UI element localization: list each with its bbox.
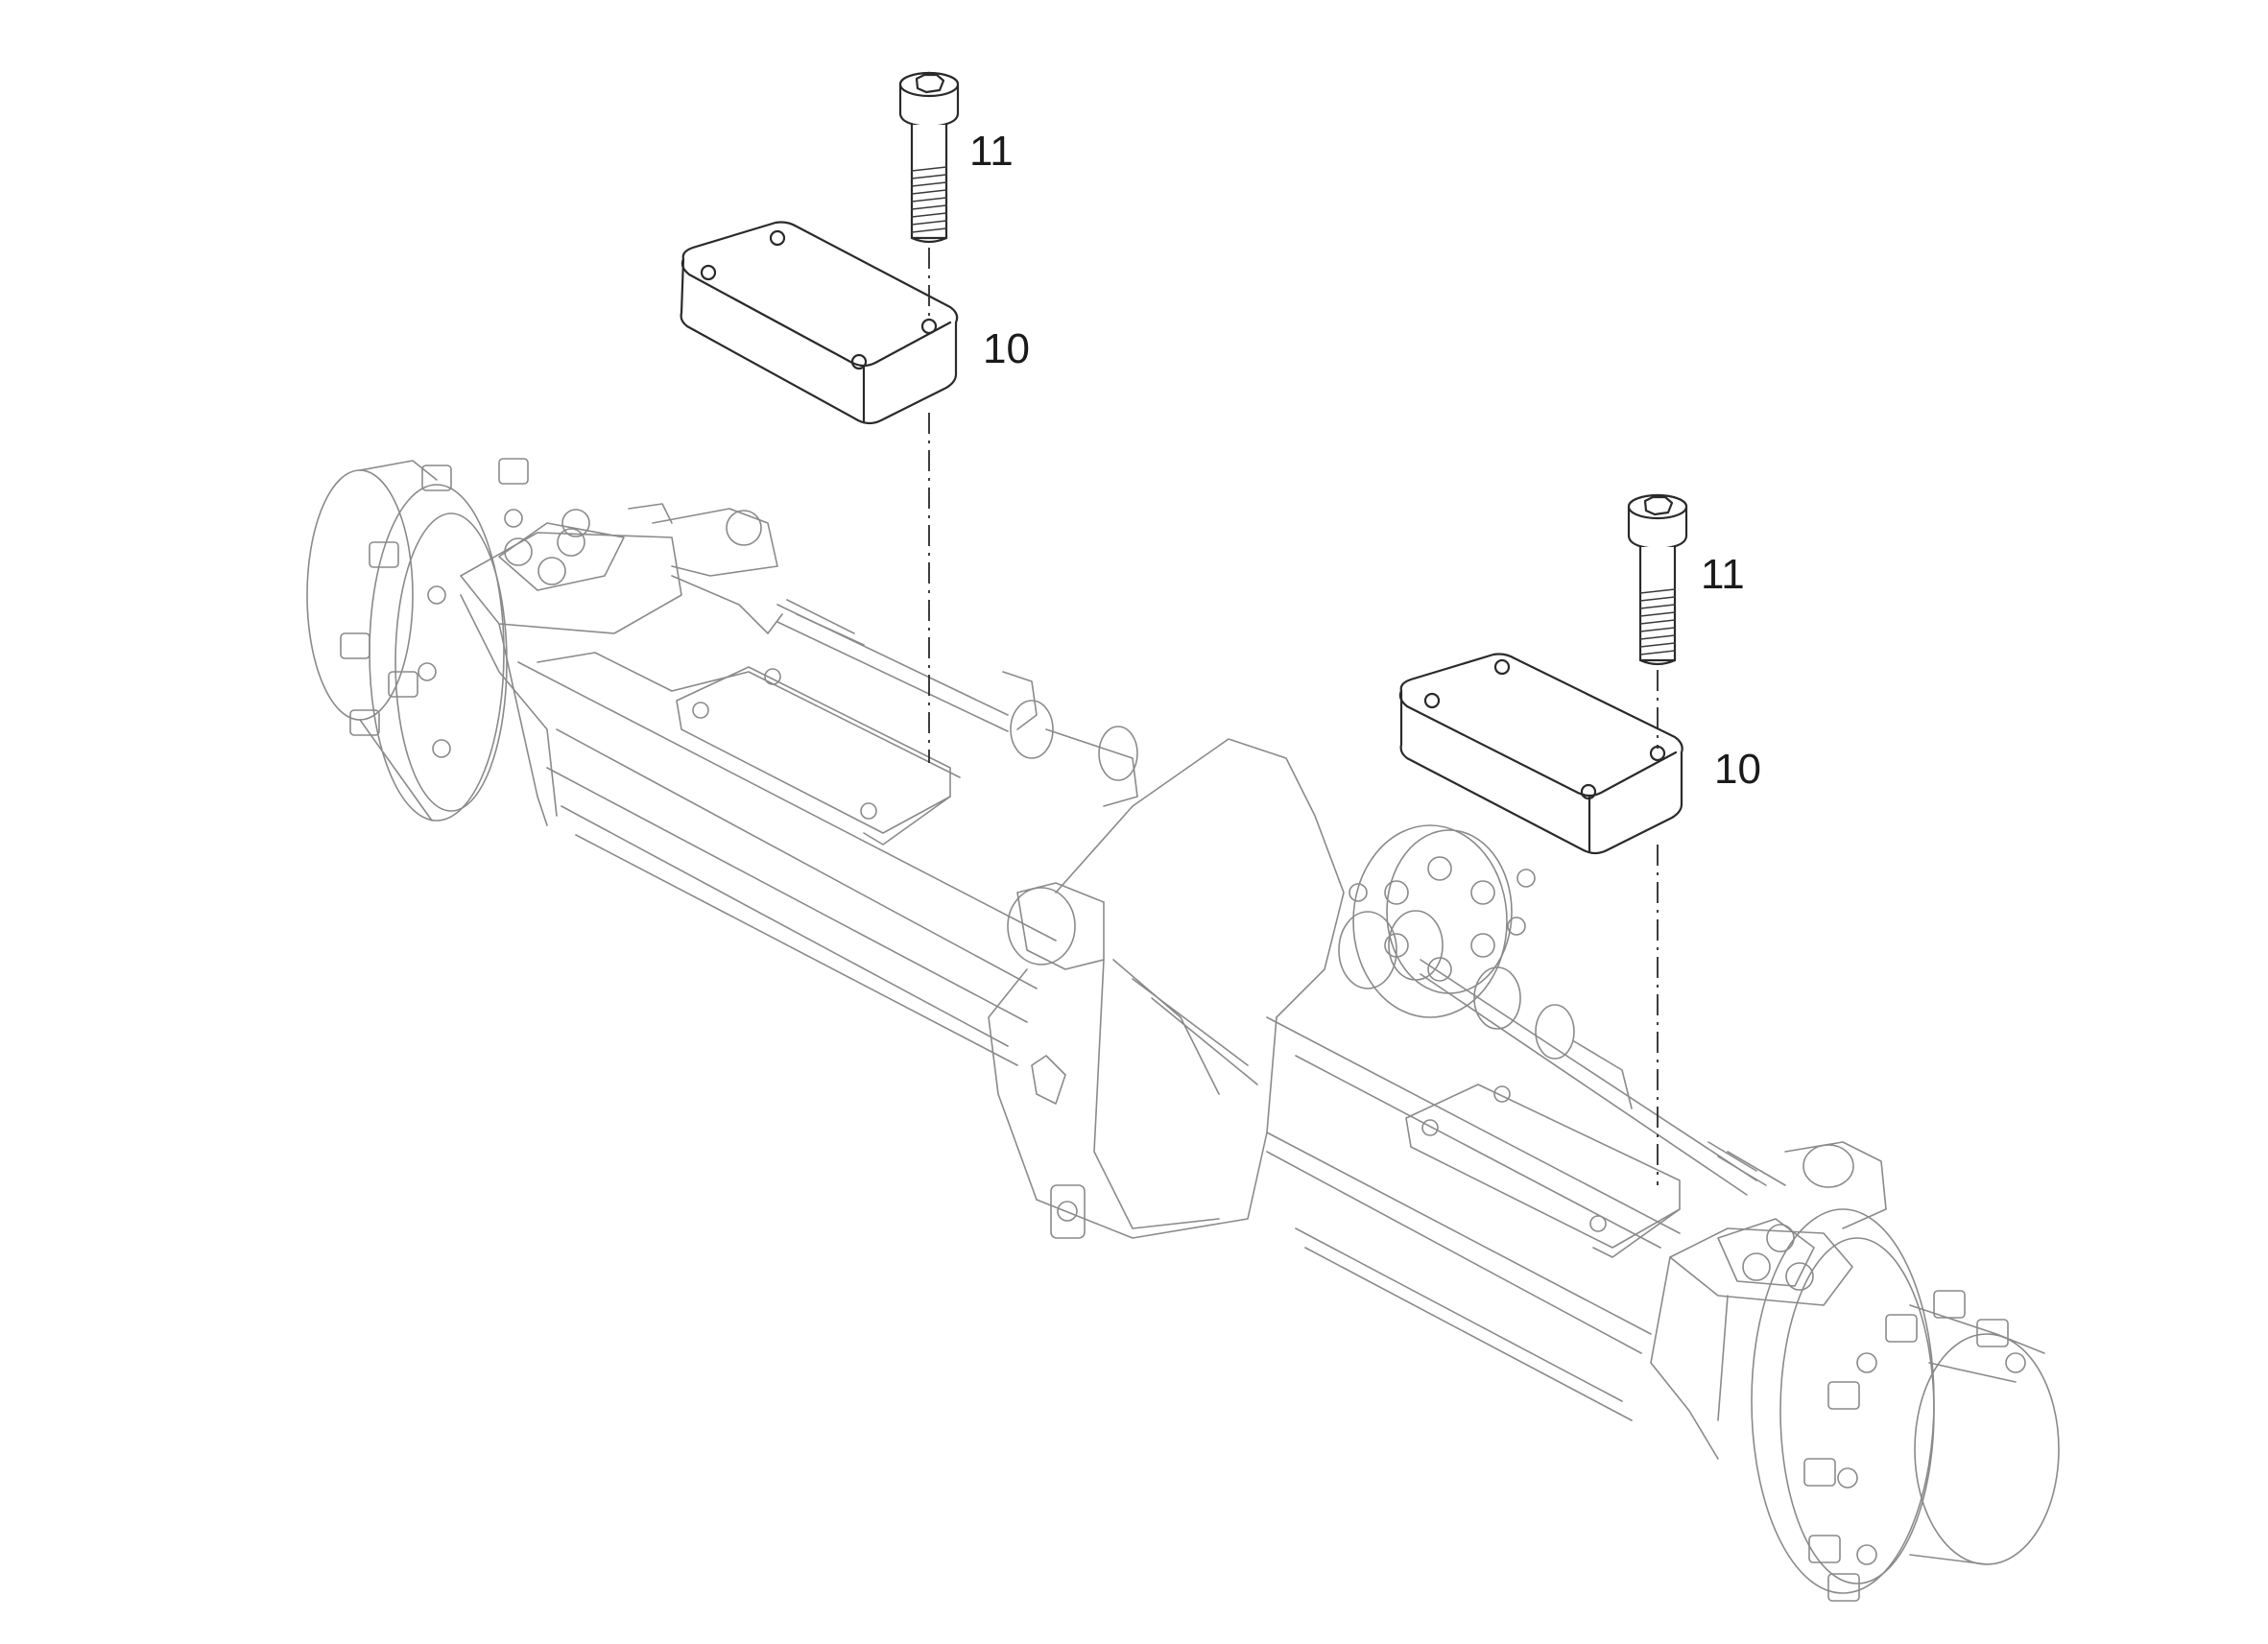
tie-rod [776,599,1138,807]
right-flange-bolts [1803,1290,2026,1602]
plate-right [1398,653,1683,855]
plate-upper-left [680,221,959,425]
axle-assembly [306,458,2060,1602]
bolt-threads [911,166,947,233]
right-knuckle [1650,1141,1887,1460]
bolt-right [1627,493,1688,666]
callout-label-upper-left-plate: 10 [983,325,1030,372]
right-tie-rod [1420,959,1767,1196]
right-wheel-hub [1751,1208,2060,1602]
bolt-upper-left [898,71,960,244]
callout-label-upper-left-bolt: 11 [969,128,1014,175]
axle-beam-left [517,652,1057,1066]
pinion-flange [1338,824,1536,1018]
differential-housing [988,738,1345,1239]
bolt-threads-right [1639,588,1676,655]
callout-label-right-plate: 10 [1714,746,1761,793]
axle-beam-right [1266,1016,1681,1421]
callout-label-right-bolt: 11 [1701,551,1745,598]
left-wheel-hub [306,458,529,822]
left-flange-bolts [340,458,529,758]
left-knuckle [460,503,783,826]
